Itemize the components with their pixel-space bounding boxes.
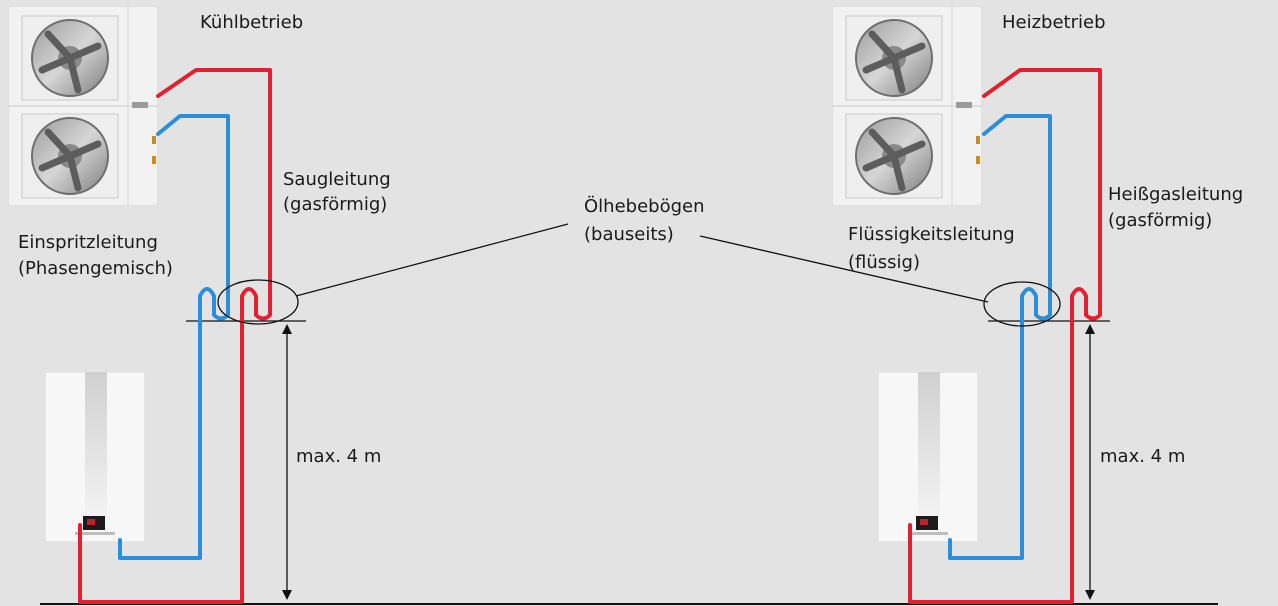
height-arrow-right	[1085, 324, 1095, 600]
mode-title-right: Heizbetrieb	[1002, 12, 1106, 33]
outdoor-unit-right	[832, 6, 982, 206]
oil-trap-marker-left	[217, 279, 299, 325]
gas-line-state-right: (gasförmig)	[1108, 210, 1212, 231]
outdoor-unit-left	[8, 6, 158, 206]
leader-line-left	[295, 223, 569, 297]
mode-title-left: Kühlbetrieb	[200, 12, 303, 33]
leader-line-right	[699, 235, 989, 303]
right-heating-diagram: Heizbetrieb Heißgasleitung (gasförmig) F…	[832, 6, 1243, 604]
indoor-unit-left	[45, 372, 145, 542]
liquid-line-state-right: (flüssig)	[848, 252, 920, 273]
gas-line-label-left: Saugleitung	[283, 169, 391, 190]
oil-trap-label: Ölhebebögen	[584, 195, 705, 217]
indoor-unit-right	[878, 372, 978, 542]
liquid-line-label-right: Flüssigkeitsleitung	[848, 224, 1015, 245]
oil-trap-note: (bauseits)	[584, 224, 674, 245]
left-cooling-diagram: Kühlbetrieb Saugleitung (gasförmig) Eins…	[8, 6, 391, 604]
height-label-right: max. 4 m	[1100, 446, 1185, 467]
gas-pipe-left	[78, 68, 272, 604]
liquid-pipe-right	[948, 114, 1052, 560]
gas-pipe-right	[908, 68, 1102, 604]
gas-line-label-right: Heißgasleitung	[1108, 184, 1243, 205]
height-arrow-left	[282, 324, 292, 600]
liquid-line-label-left: Einspritzleitung	[18, 232, 158, 253]
oil-trap-callout: Ölhebebögen (bauseits)	[295, 195, 989, 303]
liquid-line-state-left: (Phasengemisch)	[18, 258, 173, 279]
height-label-left: max. 4 m	[296, 446, 381, 467]
oil-trap-marker-right	[983, 281, 1061, 327]
gas-line-state-left: (gasförmig)	[283, 194, 387, 215]
